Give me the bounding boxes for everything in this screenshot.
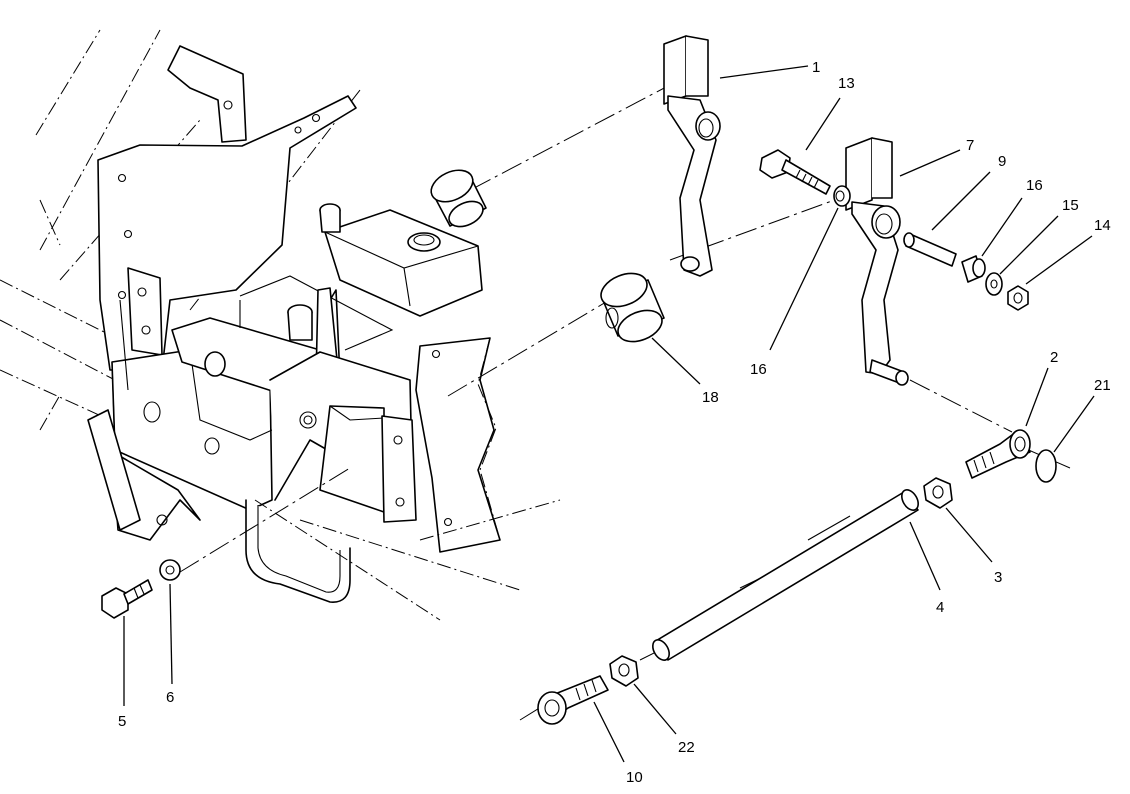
callout-14: 14 [1094,217,1111,234]
callout-7: 7 [966,137,974,154]
washer-6 [159,559,181,581]
callout-9: 9 [998,153,1006,170]
bushing-18 [600,272,665,343]
pedal-arm-1 [663,35,721,277]
callout-3: 3 [994,569,1002,586]
pin-9 [903,232,957,267]
callout-21: 21 [1094,377,1111,394]
callout-10: 10 [626,769,643,786]
callout-18: 18 [702,389,719,406]
callout-4: 4 [936,599,944,616]
spacer-16-left [833,185,851,207]
bushing-upper [430,169,487,228]
leader-lines [123,65,1095,763]
callout-6: 6 [166,689,174,706]
spacer-16-right [961,255,986,283]
nut-3 [923,477,953,509]
callout-15: 15 [1062,197,1079,214]
rod-end-10 [537,675,609,725]
callout-1: 1 [812,59,820,76]
pedal-arm-7 [845,137,909,386]
rod-end-2 [965,429,1031,479]
callout-13: 13 [838,75,855,92]
callout-2: 2 [1050,349,1058,366]
nut-14 [1007,285,1029,311]
callout-16-left: 16 [750,361,767,378]
nut-22 [609,655,639,687]
callout-22: 22 [678,739,695,756]
callout-5: 5 [118,713,126,730]
clip-21 [1035,449,1057,483]
bolt-5 [101,579,153,619]
bolt-13 [759,149,831,195]
callout-labels: 1 13 7 9 16 15 14 16 18 2 21 3 4 5 6 22 … [118,59,1111,786]
tube-4 [652,489,919,661]
callout-16-right: 16 [1026,177,1043,194]
washer-15 [985,272,1003,296]
frame-assembly [0,29,561,621]
